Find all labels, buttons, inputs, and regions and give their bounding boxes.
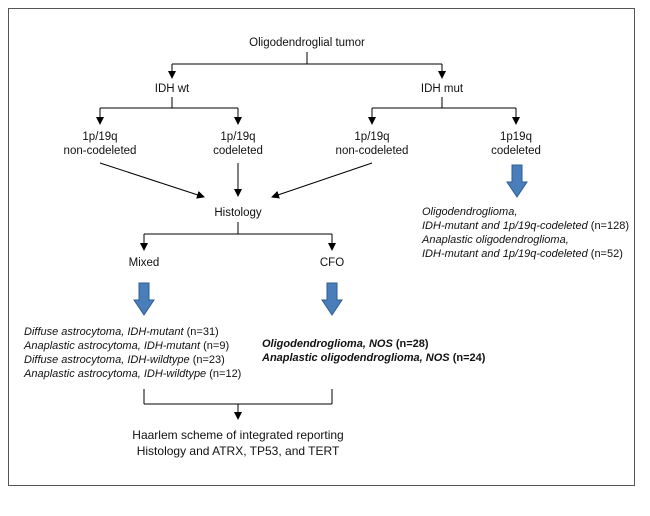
diagnosis-text: (n=12)	[206, 368, 242, 380]
diagnosis-text: Anaplastic oligodendroglioma,	[422, 234, 569, 246]
diagnosis-text: Oligodendroglioma, NOS	[262, 338, 393, 350]
diagnosis-text: (n=128)	[587, 220, 629, 232]
node-cfo: CFO	[319, 257, 345, 269]
diagnosis-text: IDH-mutant and 1p/19q-codeleted	[422, 220, 588, 232]
diagnosis-line: Anaplastic astrocytoma, IDH-wildtype (n=…	[24, 367, 241, 381]
diagnosis-text: (n=9)	[200, 340, 230, 352]
diagnosis-text: Diffuse astrocytoma, IDH-mutant	[24, 326, 184, 338]
diagnosis-text: Anaplastic astrocytoma, IDH-mutant	[24, 340, 201, 352]
diagnosis-line: Oligodendroglioma, NOS (n=28)	[262, 337, 485, 351]
node-wt-codeleted-line1: 1p/19q	[220, 131, 256, 143]
diagnosis-text: Oligodendroglioma,	[422, 206, 518, 218]
node-idh-wt: IDH wt	[154, 83, 190, 95]
node-mut-noncodeleted: 1p/19q non-codeleted	[336, 130, 409, 158]
final-node: Haarlem scheme of integrated reporting H…	[132, 427, 343, 459]
diagnosis-text: (n=24)	[449, 352, 486, 364]
diagnosis-text: (n=28)	[392, 338, 429, 350]
diagnosis-line: IDH-mutant and 1p/19q-codeleted (n=128)	[422, 219, 629, 233]
node-mut-codeleted-line2: codeleted	[491, 145, 541, 157]
node-mut-codeleted-line1: 1p19q	[500, 131, 532, 143]
final-line1: Haarlem scheme of integrated reporting	[132, 428, 344, 442]
diagnosis-list-cfo: Oligodendroglioma, NOS (n=28)Anaplastic …	[262, 337, 485, 365]
diagnosis-line: Anaplastic oligodendroglioma, NOS (n=24)	[262, 351, 485, 365]
node-wt-noncodeleted-line2: non-codeleted	[63, 145, 137, 157]
diagnosis-line: Oligodendroglioma,	[422, 205, 629, 219]
node-idh-mut: IDH mut	[420, 83, 464, 95]
node-wt-noncodeleted: 1p/19q non-codeleted	[64, 130, 137, 158]
node-wt-noncodeleted-line1: 1p/19q	[82, 131, 118, 143]
diagnosis-list-mixed: Diffuse astrocytoma, IDH-mutant (n=31)An…	[24, 325, 241, 381]
node-mut-codeleted: 1p19q codeleted	[491, 130, 541, 158]
diagnosis-line: IDH-mutant and 1p/19q-codeleted (n=52)	[422, 247, 629, 261]
diagnosis-list-codeleted: Oligodendroglioma,IDH-mutant and 1p/19q-…	[422, 205, 629, 261]
diagnosis-line: Anaplastic oligodendroglioma,	[422, 233, 629, 247]
node-mut-noncodeleted-line1: 1p/19q	[354, 131, 390, 143]
node-mut-noncodeleted-line2: non-codeleted	[335, 145, 409, 157]
diagnosis-text: IDH-mutant and 1p/19q-codeleted	[422, 248, 588, 260]
diagnosis-text: (n=23)	[189, 354, 225, 366]
diagram-frame	[8, 8, 635, 486]
node-wt-codeleted: 1p/19q codeleted	[213, 130, 263, 158]
fat-arrow-cfo	[321, 282, 343, 316]
node-mixed: Mixed	[128, 257, 160, 269]
diagnosis-line: Anaplastic astrocytoma, IDH-mutant (n=9)	[24, 339, 241, 353]
root-node: Oligodendroglial tumor	[249, 37, 365, 49]
node-wt-codeleted-line2: codeleted	[213, 145, 263, 157]
fat-arrow-codeleted	[506, 164, 528, 198]
node-histology: Histology	[214, 207, 262, 219]
diagnosis-text: Anaplastic astrocytoma, IDH-wildtype	[24, 368, 207, 380]
diagnosis-text: (n=31)	[183, 326, 219, 338]
diagnosis-text: Anaplastic oligodendroglioma, NOS	[262, 352, 450, 364]
fat-arrow-mixed	[133, 282, 155, 316]
diagnosis-text: (n=52)	[587, 248, 623, 260]
final-line2: Histology and ATRX, TP53, and TERT	[136, 444, 340, 458]
diagnosis-text: Diffuse astrocytoma, IDH-wildtype	[24, 354, 190, 366]
diagnosis-line: Diffuse astrocytoma, IDH-wildtype (n=23)	[24, 353, 241, 367]
diagnosis-line: Diffuse astrocytoma, IDH-mutant (n=31)	[24, 325, 241, 339]
